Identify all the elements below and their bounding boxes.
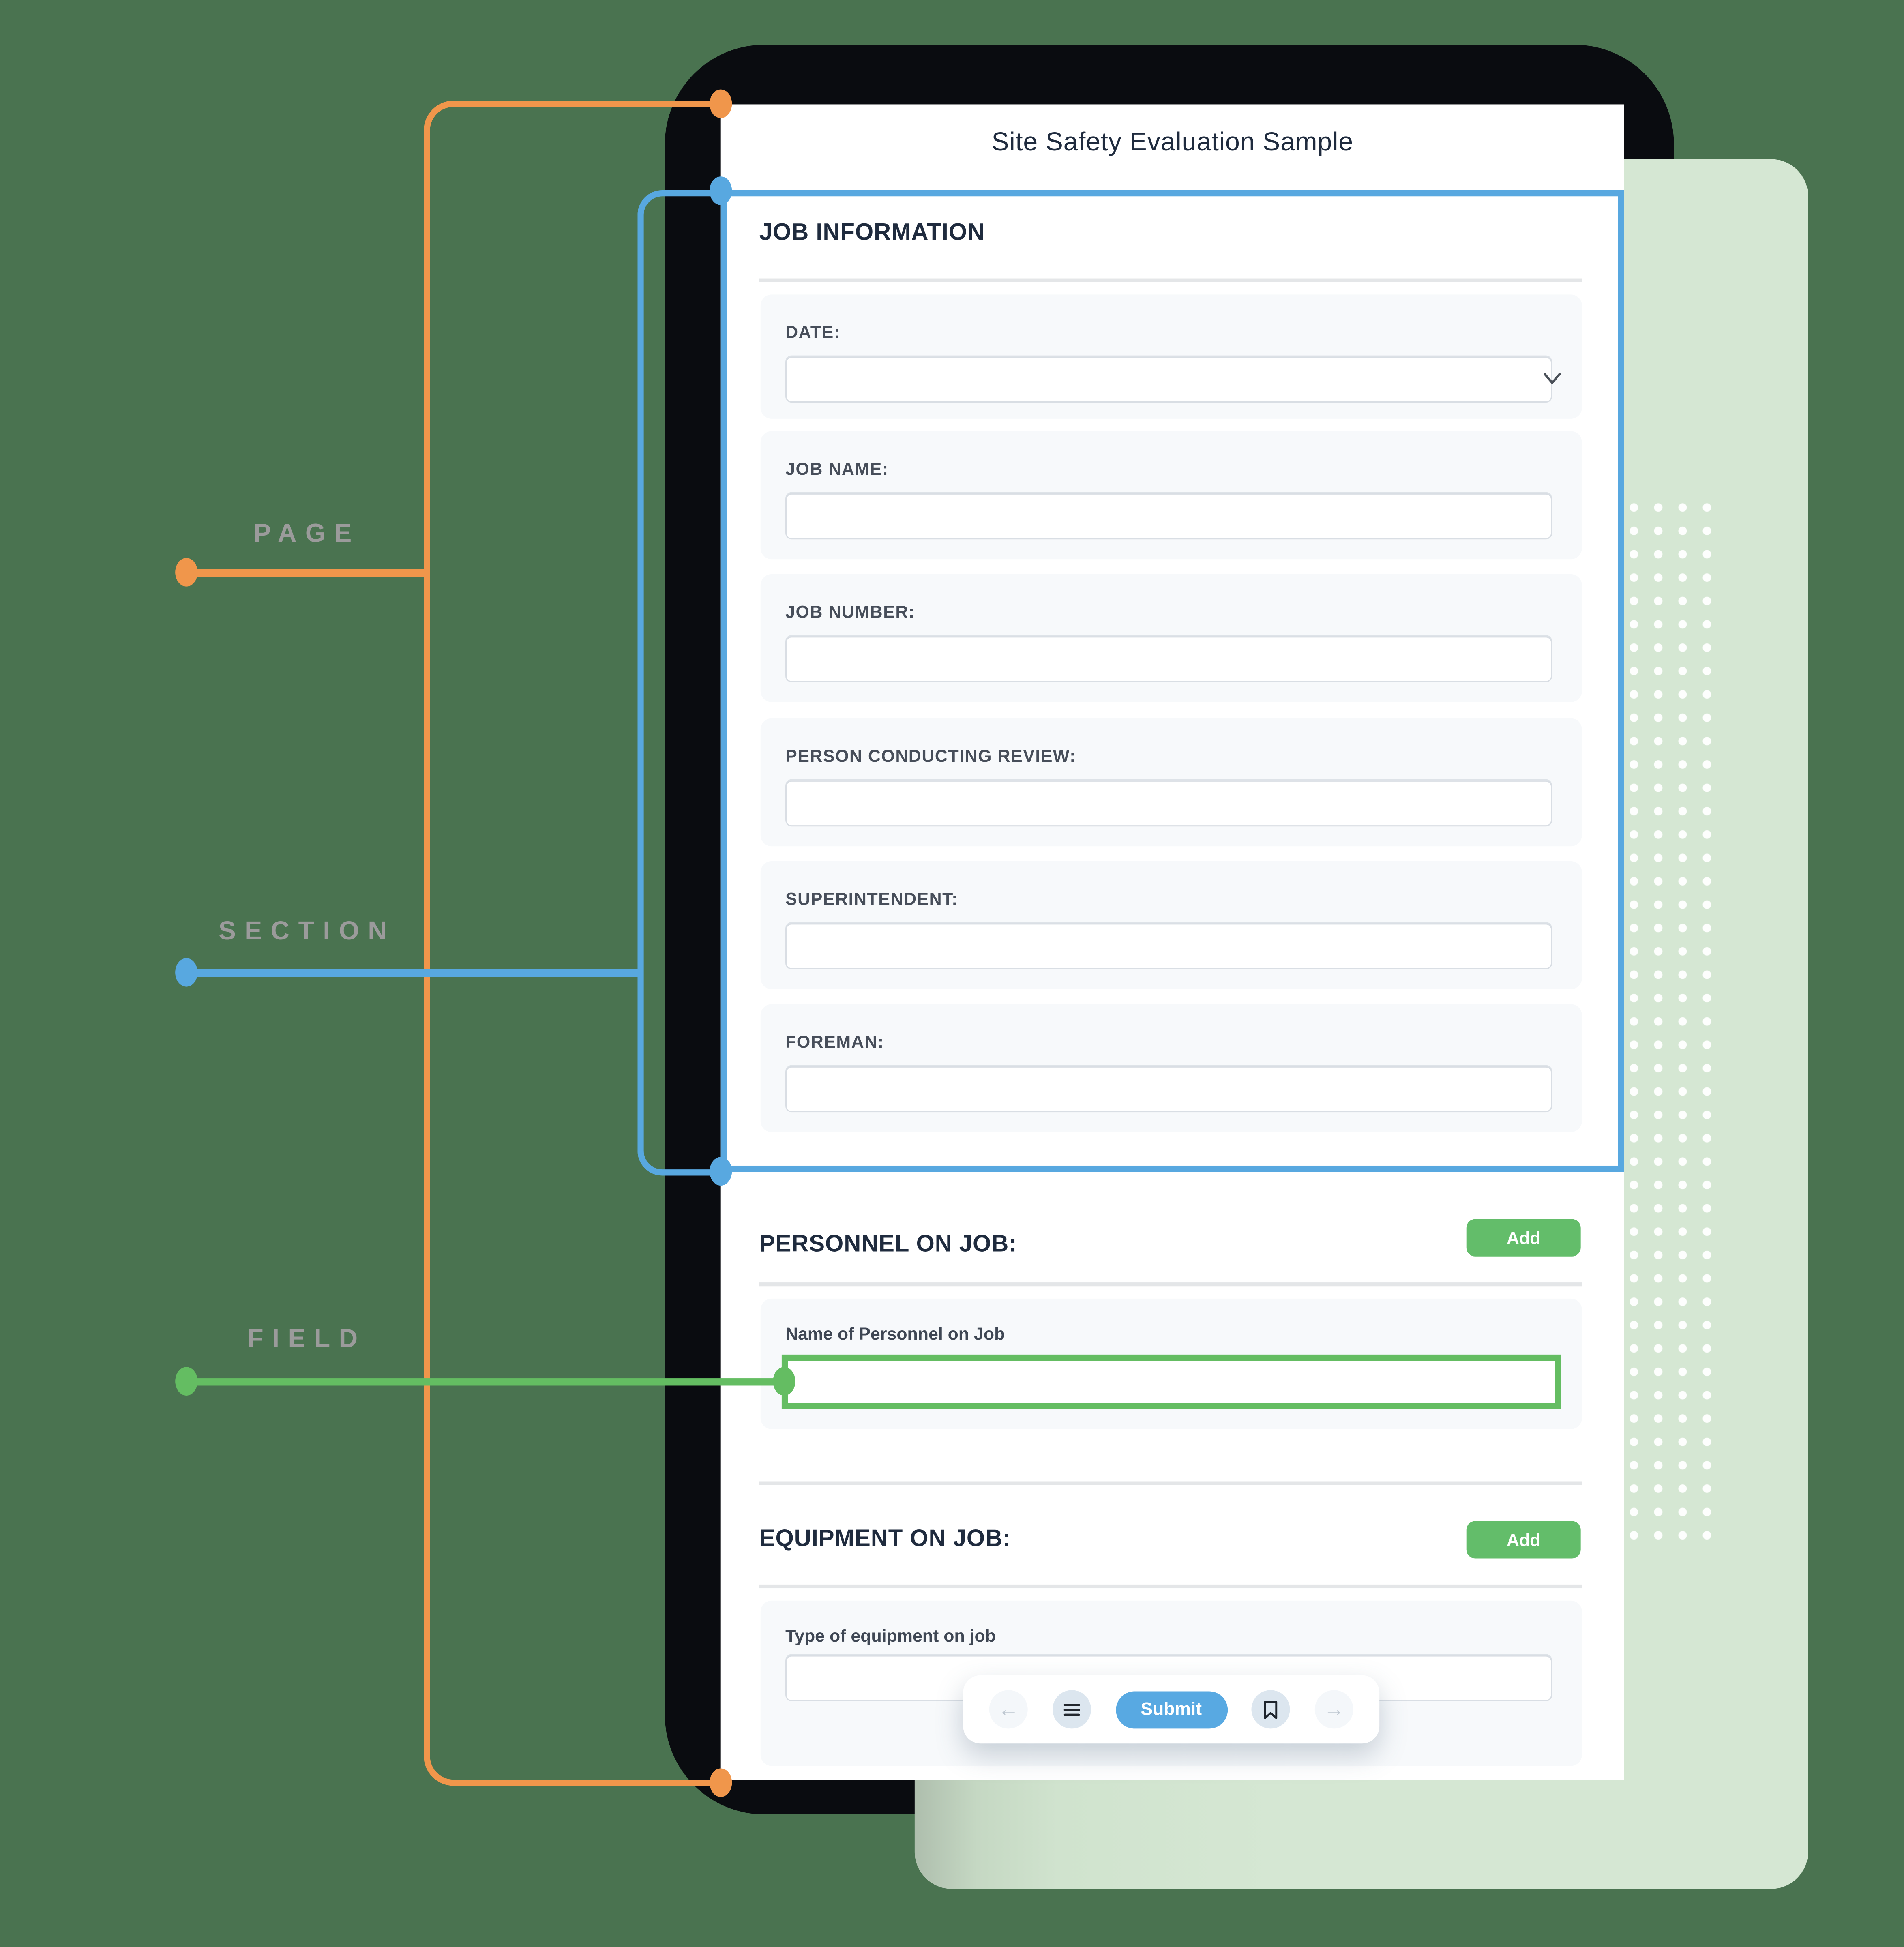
personnel-name-input[interactable] (788, 1361, 1555, 1403)
equipment-heading: EQUIPMENT ON JOB: (759, 1526, 1011, 1552)
dot-pattern (1621, 495, 1720, 1547)
menu-icon-glyph (1063, 1703, 1080, 1715)
superintendent-input[interactable] (785, 923, 1552, 969)
field-label: DATE: (785, 322, 841, 342)
add-personnel-button[interactable]: Add (1466, 1219, 1581, 1257)
bookmark-icon[interactable] (1252, 1690, 1291, 1729)
job-information-heading: JOB INFORMATION (759, 220, 985, 246)
connector-dot (175, 1367, 198, 1396)
field-label: JOB NAME: (785, 458, 889, 479)
field-label: FOREMAN: (785, 1031, 884, 1051)
submit-button[interactable]: Submit (1115, 1690, 1227, 1728)
page-annotation-label: PAGE (253, 519, 360, 548)
field-panel-personnel-name: Name of Personnel on Job (760, 1298, 1582, 1429)
divider (759, 1481, 1582, 1485)
date-input[interactable] (785, 356, 1552, 403)
foreman-input[interactable] (785, 1066, 1552, 1113)
bookmark-icon-glyph (1264, 1700, 1278, 1719)
person-conducting-review-input[interactable] (785, 780, 1552, 827)
forward-arrow-icon[interactable]: → (1314, 1690, 1353, 1729)
section-annotation-label: SECTION (218, 917, 396, 946)
field-panel-job-name: JOB NAME: (760, 431, 1582, 560)
personnel-heading: PERSONNEL ON JOB: (759, 1231, 1017, 1258)
field-panel-foreman: FOREMAN: (760, 1004, 1582, 1132)
add-equipment-button[interactable]: Add (1466, 1521, 1581, 1559)
form-card: Site Safety Evaluation Sample JOB INFORM… (720, 104, 1624, 1780)
field-panel-job-number: JOB NUMBER: (760, 574, 1582, 702)
job-number-input[interactable] (785, 636, 1552, 682)
form-toolbar: ← Submit → (963, 1675, 1380, 1744)
back-arrow-icon[interactable]: ← (989, 1690, 1028, 1729)
menu-icon[interactable] (1052, 1690, 1091, 1729)
field-annotation-label: FIELD (247, 1325, 367, 1353)
field-panel-person-conducting-review: PERSON CONDUCTING REVIEW: (760, 718, 1582, 847)
field-panel-date: DATE: (760, 294, 1582, 419)
field-label: SUPERINTENDENT: (785, 888, 958, 909)
highlighted-field-outline (781, 1354, 1561, 1409)
form-title: Site Safety Evaluation Sample (991, 128, 1354, 157)
section-connector-line (186, 969, 641, 976)
field-panel-superintendent: SUPERINTENDENT: (760, 861, 1582, 989)
chevron-down-icon[interactable] (1540, 367, 1565, 391)
divider (759, 1282, 1582, 1286)
connector-dot (175, 558, 198, 587)
connector-dot (175, 958, 198, 987)
divider (759, 278, 1582, 282)
field-label: JOB NUMBER: (785, 601, 915, 622)
field-label: Type of equipment on job (785, 1625, 996, 1646)
job-name-input[interactable] (785, 493, 1552, 540)
divider (759, 1584, 1582, 1588)
field-label: PERSON CONDUCTING REVIEW: (785, 746, 1076, 766)
field-label: Name of Personnel on Job (785, 1323, 1005, 1344)
page-connector-line (186, 569, 428, 576)
